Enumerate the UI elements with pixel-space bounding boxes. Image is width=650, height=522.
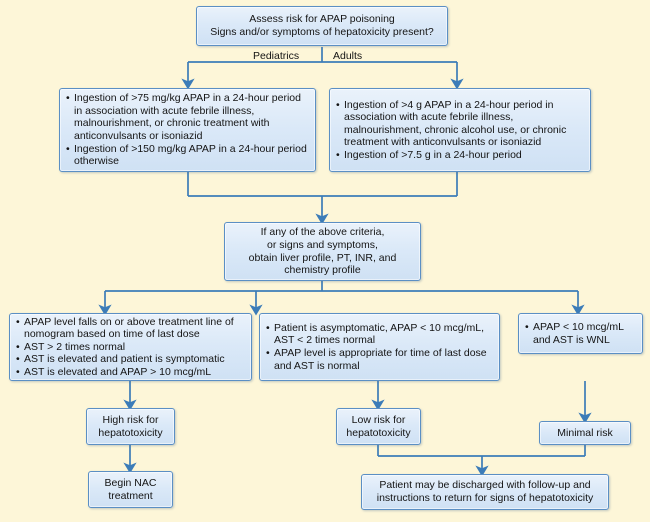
list-item: APAP level is appropriate for time of la…: [266, 347, 493, 372]
list-item: APAP < 10 mcg/mL and AST is WNL: [525, 321, 636, 346]
node-low-risk-outcome[interactable]: Low risk for hepatotoxicity: [336, 408, 421, 445]
list-item: Ingestion of >75 mg/kg APAP in a 24-hour…: [66, 92, 309, 142]
list-item: Ingestion of >150 mg/kg APAP in a 24-hou…: [66, 143, 309, 168]
labs-line-4: chemistry profile: [284, 264, 361, 277]
list-item: AST > 2 times normal: [16, 341, 245, 354]
assess-line-1: Assess risk for APAP poisoning: [249, 13, 395, 26]
node-high-risk-outcome[interactable]: High risk for hepatotoxicity: [86, 408, 175, 445]
list-item: AST is elevated and patient is symptomat…: [16, 353, 245, 366]
labs-line-3: obtain liver profile, PT, INR, and: [248, 251, 397, 264]
list-item: Ingestion of >7.5 g in a 24-hour period: [336, 149, 584, 162]
node-adults-criteria[interactable]: Ingestion of >4 g APAP in a 24-hour peri…: [329, 88, 591, 172]
nac-line-1: Begin NAC: [104, 476, 157, 489]
node-low-risk-criteria[interactable]: Patient is asymptomatic, APAP < 10 mcg/m…: [259, 313, 500, 381]
node-obtain-labs[interactable]: If any of the above criteria, or signs a…: [224, 222, 421, 281]
node-minimal-risk-outcome[interactable]: Minimal risk: [539, 421, 631, 445]
minimal-risk-bullet-list: APAP < 10 mcg/mL and AST is WNL: [525, 321, 636, 346]
discharge-line-1: Patient may be discharged with follow-up…: [379, 479, 591, 492]
node-pediatrics-criteria[interactable]: Ingestion of >75 mg/kg APAP in a 24-hour…: [59, 88, 316, 172]
labs-line-1: If any of the above criteria,: [260, 226, 385, 239]
node-minimal-risk-criteria[interactable]: APAP < 10 mcg/mL and AST is WNL: [518, 313, 643, 354]
nac-line-2: treatment: [108, 489, 153, 502]
node-assess-risk[interactable]: Assess risk for APAP poisoning Signs and…: [196, 6, 448, 46]
minimal-risk-line-1: Minimal risk: [557, 426, 613, 439]
list-item: APAP level falls on or above treatment l…: [16, 316, 245, 341]
high-risk-bullet-list: APAP level falls on or above treatment l…: [16, 316, 245, 379]
list-item: Patient is asymptomatic, APAP < 10 mcg/m…: [266, 322, 493, 347]
low-risk-line-2: hepatotoxicity: [346, 426, 411, 439]
branch-label-adults: Adults: [333, 50, 363, 62]
labs-line-2: or signs and symptoms,: [267, 238, 378, 251]
node-high-risk-criteria[interactable]: APAP level falls on or above treatment l…: [9, 313, 252, 381]
list-item: AST is elevated and APAP > 10 mcg/mL: [16, 366, 245, 379]
node-discharge-instructions[interactable]: Patient may be discharged with follow-up…: [361, 474, 609, 510]
adults-bullet-list: Ingestion of >4 g APAP in a 24-hour peri…: [336, 99, 584, 162]
pediatrics-bullet-list: Ingestion of >75 mg/kg APAP in a 24-hour…: [66, 92, 309, 168]
node-begin-nac-treatment[interactable]: Begin NAC treatment: [88, 471, 173, 508]
branch-label-pediatrics: Pediatrics: [253, 50, 300, 62]
high-risk-line-2: hepatotoxicity: [98, 426, 163, 439]
discharge-line-2: instructions to return for signs of hepa…: [376, 492, 594, 504]
high-risk-line-1: High risk for: [102, 413, 159, 426]
low-risk-line-1: Low risk for: [351, 413, 406, 426]
assess-line-2: Signs and/or symptoms of hepatoxicity pr…: [210, 26, 434, 38]
low-risk-bullet-list: Patient is asymptomatic, APAP < 10 mcg/m…: [266, 322, 493, 372]
list-item: Ingestion of >4 g APAP in a 24-hour peri…: [336, 99, 584, 149]
